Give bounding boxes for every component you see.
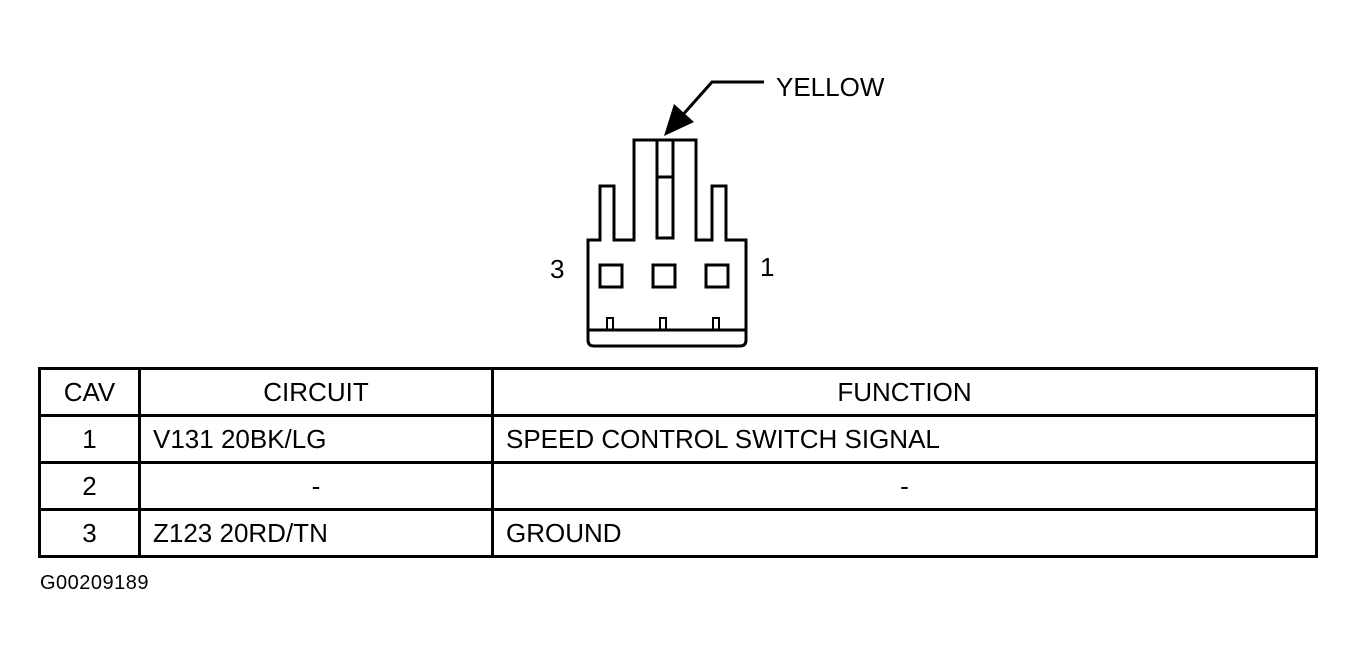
cavity-2-square <box>651 263 677 289</box>
figure-id: G00209189 <box>40 572 150 594</box>
cell-circuit: V131 20BK/LG <box>138 414 494 464</box>
table-row: 1 V131 20BK/LG SPEED CONTROL SWITCH SIGN… <box>38 414 1318 464</box>
lock-tab-2 <box>659 317 667 331</box>
cell-function: GROUND <box>491 508 1318 558</box>
cell-cav: 2 <box>38 461 141 511</box>
callout-label-yellow: YELLOW <box>776 72 885 102</box>
cell-function: SPEED CONTROL SWITCH SIGNAL <box>491 414 1318 464</box>
callout-arrowhead <box>664 104 694 136</box>
cell-cav: 3 <box>38 508 141 558</box>
cell-circuit: Z123 20RD/TN <box>138 508 494 558</box>
cavity-3-square <box>598 263 624 289</box>
header-function: FUNCTION <box>491 367 1318 417</box>
pinout-table: CAV CIRCUIT FUNCTION 1 V131 20BK/LG SPEE… <box>38 367 1318 558</box>
header-cav: CAV <box>38 367 141 417</box>
lock-tab-3 <box>606 317 614 331</box>
table-row: 2 - - <box>38 461 1318 511</box>
cavity-label-left: 3 <box>550 254 564 284</box>
connector-diagram: YELLOW 3 1 <box>550 72 885 348</box>
callout-leader-line <box>678 80 764 119</box>
header-circuit: CIRCUIT <box>138 367 494 417</box>
connector-body-outline <box>586 138 748 348</box>
cavity-1-square <box>704 263 730 289</box>
cavity-label-right: 1 <box>760 252 774 282</box>
cell-function: - <box>491 461 1318 511</box>
lock-tab-1 <box>712 317 720 331</box>
table-row: 3 Z123 20RD/TN GROUND <box>38 508 1318 558</box>
cell-cav: 1 <box>38 414 141 464</box>
cell-circuit: - <box>138 461 494 511</box>
center-terminal-slot <box>655 138 675 240</box>
table-header-row: CAV CIRCUIT FUNCTION <box>38 367 1318 417</box>
